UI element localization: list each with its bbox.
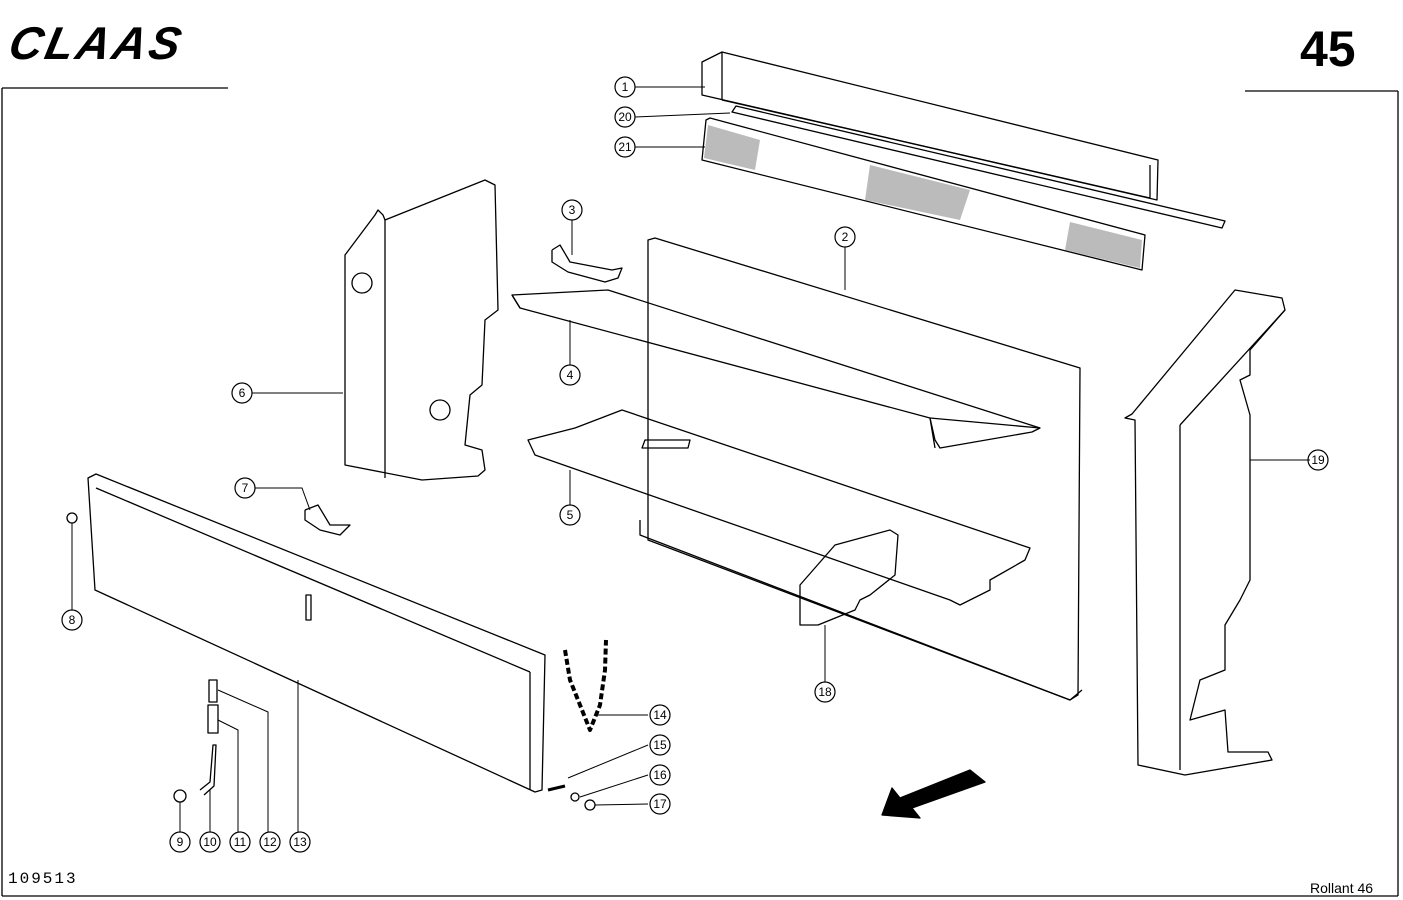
part-4-upper-shelf <box>511 289 1041 449</box>
parts-9-12-fasteners <box>173 679 219 803</box>
callout-2: 2 <box>842 230 849 244</box>
callout-circles <box>61 76 1329 853</box>
callout-17: 17 <box>653 797 667 811</box>
callout-15: 15 <box>653 738 667 752</box>
callout-16: 16 <box>653 768 667 782</box>
callout-5: 5 <box>567 508 574 522</box>
part-13-front-panel <box>87 473 546 793</box>
model-name: Rollant 46 <box>1310 880 1374 896</box>
parts-15-17-hardware <box>547 784 596 811</box>
part-8-nut <box>66 512 78 524</box>
part-3-bracket <box>551 244 623 283</box>
callout-21: 21 <box>618 140 632 154</box>
callout-3: 3 <box>569 203 576 217</box>
direction-arrow <box>881 769 986 819</box>
part-21-foam-strip <box>701 117 1146 271</box>
callout-11: 11 <box>234 835 247 849</box>
part-1-top-strip <box>701 51 1159 201</box>
callout-1: 1 <box>622 80 629 94</box>
callout-13: 13 <box>293 835 307 849</box>
part-2-rear-panel <box>639 237 1083 701</box>
callout-19: 19 <box>1311 453 1325 467</box>
part-5-lower-shelf <box>527 409 1031 606</box>
callout-6: 6 <box>239 386 246 400</box>
document-number: 109513 <box>8 870 78 888</box>
callout-8: 8 <box>69 613 76 627</box>
callout-7: 7 <box>242 481 249 495</box>
callout-18: 18 <box>818 685 832 699</box>
part-6-left-side-panel <box>344 179 499 481</box>
callout-4: 4 <box>567 368 574 382</box>
part-20-thin-bar <box>731 105 1226 229</box>
part-18-gusset-plate <box>799 529 899 626</box>
part-14-chain <box>563 639 608 732</box>
callout-10: 10 <box>203 835 217 849</box>
part-19-right-side-cover <box>1124 289 1286 776</box>
callout-12: 12 <box>263 835 277 849</box>
callout-leaders <box>71 86 1310 832</box>
callout-14: 14 <box>653 708 667 722</box>
callout-20: 20 <box>618 110 632 124</box>
part-7-clip <box>304 504 351 536</box>
page-frame <box>1 87 1399 897</box>
callout-9: 9 <box>177 835 184 849</box>
page-number: 45 <box>1300 21 1356 77</box>
